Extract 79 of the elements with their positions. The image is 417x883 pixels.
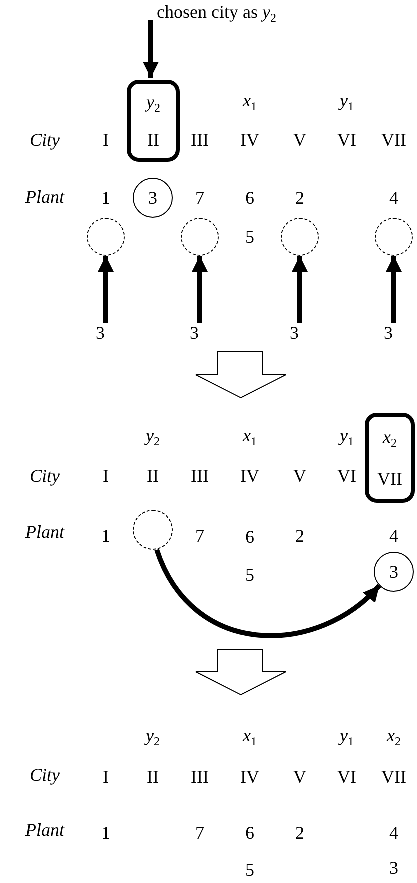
row-label: Plant [26,821,64,839]
annotation-text: chosen city as y$_{2}$ [145,2,315,28]
table-text: VII [378,470,402,488]
annotation-text: 3 [190,323,210,343]
table-text: VI [338,467,356,485]
dashed-circle [281,218,319,256]
table-text: 6 [246,824,254,842]
dashed-circle [375,218,413,256]
table-text: IV [240,131,260,149]
table-text: y$_{1}$ [340,726,354,748]
annotation-text: 3 [384,323,404,343]
table-text: 6 [246,528,254,546]
arrow [192,256,208,323]
table-text: 6 [246,189,254,207]
table-text: III [191,467,209,485]
table-text: y$_{1}$ [340,426,354,448]
table-text: 1 [102,824,110,842]
table-text: y$_{1}$ [340,92,354,112]
table-text: 2 [296,189,304,207]
arrow [386,256,402,323]
table-text: x$_{1}$ [243,426,257,448]
row-label: Plant [26,523,64,541]
table-text: 2 [296,824,304,842]
table-text: 4 [390,527,398,545]
table-text: V [294,131,306,149]
arrow [98,256,114,323]
dashed-circle [181,218,219,256]
table-text: y$_{2}$ [146,92,160,114]
table-text: 5 [246,566,254,584]
table-text: II [147,768,159,786]
annotation-text: 3 [96,323,116,343]
table-text: 7 [196,189,204,207]
table-text: IV [240,467,260,485]
table-text: III [191,131,209,149]
arrow [292,256,308,323]
table-text: V [294,768,306,786]
table-text: x$_{1}$ [243,726,257,748]
table-text: y$_{2}$ [146,726,160,748]
row-label: Plant [26,188,64,206]
table-text: VI [338,768,356,786]
table-text: 4 [390,824,398,842]
table-text: x$_{2}$ [387,726,401,748]
table-text: II [147,467,159,485]
table-text: 1 [102,189,110,207]
table-text: III [191,768,209,786]
table-text: I [103,768,109,786]
table-text: IV [240,768,260,786]
table-text: V [294,467,306,485]
table-text: 1 [102,527,110,545]
arrow [143,20,159,78]
table-text: I [103,467,109,485]
dashed-circle [87,218,125,256]
row-label: City [30,467,60,485]
table-text: x$_{1}$ [243,92,257,112]
arrow [154,549,382,638]
table-text: 7 [196,824,204,842]
circled-number [374,552,414,592]
circled-number [133,178,173,218]
highlight-box [127,80,180,162]
table-text: I [103,131,109,149]
table-text: II [148,131,160,150]
annotation-text: 3 [290,323,310,343]
table-text: 2 [296,527,304,545]
table-text: VII [382,768,406,786]
table-text: 5 [246,228,254,246]
highlight-box [365,413,415,503]
table-text: 5 [246,861,254,879]
dashed-circle [133,510,173,550]
table-text: x$_{2}$ [383,428,397,449]
table-text: y$_{2}$ [146,426,160,448]
table-text: 4 [390,189,398,207]
table-text: 3 [390,563,398,581]
row-label: City [30,131,60,149]
table-text: 7 [196,527,204,545]
table-text: VII [382,131,406,149]
table-text: 3 [390,859,398,877]
table-text: VI [338,131,356,149]
table-text: 3 [148,189,158,207]
row-label: City [30,766,60,784]
